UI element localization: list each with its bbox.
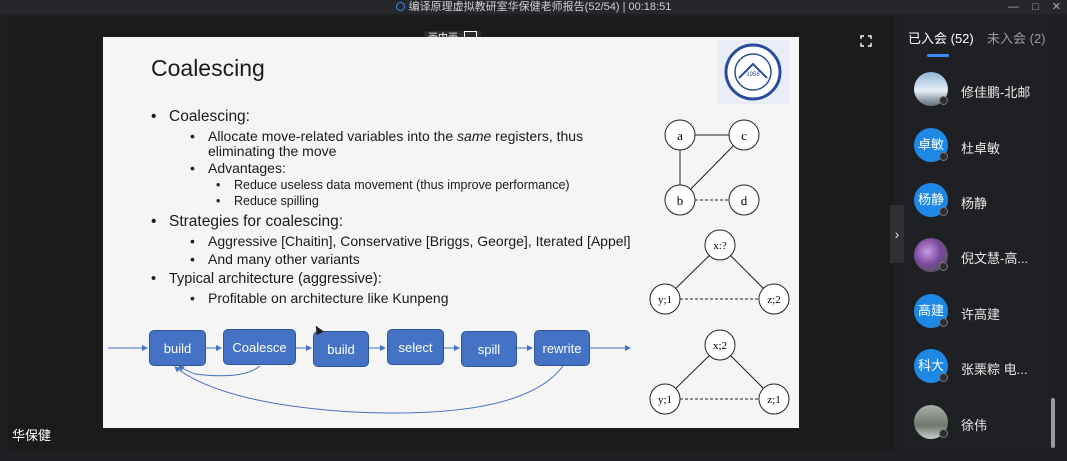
logo-year: 1958 xyxy=(746,72,760,78)
node-a: a xyxy=(677,128,683,143)
collapse-panel-button[interactable]: › xyxy=(890,205,904,263)
member-item[interactable]: 卓敏 杜卓敏 xyxy=(914,128,1054,164)
tab-joined[interactable]: 已入会 (52) xyxy=(908,31,974,46)
interference-graphs: a c b d x:? y;1 z;2 x;2 y;1 z;1 xyxy=(649,119,790,415)
bullet-typical-arch: •Typical architecture (aggressive): xyxy=(151,271,382,287)
node-d: d xyxy=(741,193,748,208)
pipeline-coalesce: Coalesce xyxy=(223,329,296,365)
bullet-coalescing: •Coalescing: xyxy=(151,108,250,125)
pipeline-select: select xyxy=(387,329,444,365)
member-item[interactable]: 徐伟 xyxy=(914,405,1054,441)
bullet-reduce-movement: •Reduce useless data movement (thus impr… xyxy=(216,178,570,192)
pipeline-build-1: build xyxy=(149,330,206,366)
window-title: 编译原理虚拟教研室华保健老师报告(52/54) | 00:18:51 xyxy=(408,1,672,13)
pipeline-rewrite: rewrite xyxy=(534,330,590,366)
node-y1: y;1 xyxy=(658,294,672,306)
node-b: b xyxy=(677,193,684,208)
mic-muted-icon xyxy=(939,152,948,161)
member-item[interactable]: 杨静 杨静 xyxy=(914,183,1054,219)
node-x-unknown: x:? xyxy=(713,240,727,252)
university-logo: 1958 xyxy=(717,40,789,104)
mic-muted-icon xyxy=(939,96,948,105)
mic-muted-icon xyxy=(939,373,948,382)
node-z1: z;1 xyxy=(767,394,780,406)
mic-muted-icon xyxy=(939,207,948,216)
maximize-button[interactable]: □ xyxy=(1032,1,1039,13)
window-controls: — □ ✕ xyxy=(998,0,1061,14)
active-tab-indicator xyxy=(927,54,949,57)
node-x2: x;2 xyxy=(713,340,727,352)
member-item[interactable]: 倪文慧-高... xyxy=(914,238,1054,274)
member-item[interactable]: 修佳鹏-北邮 xyxy=(914,72,1054,108)
bullet-variants: •And many other variants xyxy=(190,251,360,267)
recording-icon xyxy=(395,2,405,11)
slide-title: Coalescing xyxy=(151,55,265,81)
speaker-name: 华保健 xyxy=(12,428,52,443)
pipeline-spill: spill xyxy=(461,331,517,367)
bullet-strategies: •Strategies for coalescing: xyxy=(151,213,344,230)
member-name: 杜卓敏 xyxy=(961,141,1001,156)
member-name: 倪文慧-高... xyxy=(961,251,1029,266)
member-name: 许高建 xyxy=(961,307,1001,322)
node-y1b: y;1 xyxy=(658,394,672,406)
fullscreen-icon[interactable] xyxy=(860,34,872,50)
chevron-right-icon: › xyxy=(894,226,900,242)
member-item[interactable]: 科大 张栗粽 电... xyxy=(914,349,1054,385)
close-button[interactable]: ✕ xyxy=(1051,1,1061,13)
presentation-slide: Coalescing 1958 •Coalescing: •Allocate m… xyxy=(103,37,799,428)
member-name: 修佳鹏-北邮 xyxy=(961,85,1031,100)
mic-muted-icon xyxy=(939,262,948,271)
graph-xyz-1: x:? y;1 z;2 xyxy=(649,229,790,315)
participants-panel: 已入会 (52) 未入会 (2) 修佳鹏-北邮 卓敏 杜卓敏 杨静 杨静 倪文慧… xyxy=(904,14,1054,451)
panel-scrollbar[interactable] xyxy=(1051,398,1055,448)
bullet-advantages: •Advantages: xyxy=(190,160,286,176)
mic-muted-icon xyxy=(939,318,948,327)
graph-xyz-2: x;2 y;1 z;1 xyxy=(649,329,790,415)
node-z2: z;2 xyxy=(767,294,780,306)
member-name: 徐伟 xyxy=(961,418,988,433)
bullet-allocate: •Allocate move-related variables into th… xyxy=(190,128,584,144)
member-name: 杨静 xyxy=(961,196,988,211)
bullet-kunpeng: •Profitable on architecture like Kunpeng xyxy=(190,290,449,306)
bullet-allocate-line2: eliminating the move xyxy=(208,143,337,159)
mic-muted-icon xyxy=(939,429,948,438)
pipeline-build-2: build xyxy=(313,331,369,367)
bullet-reduce-spilling: •Reduce spilling xyxy=(216,194,319,208)
tab-not-joined[interactable]: 未入会 (2) xyxy=(987,31,1046,46)
window-titlebar: 编译原理虚拟教研室华保健老师报告(52/54) | 00:18:51 — □ ✕ xyxy=(0,0,1067,14)
pipeline-arrows xyxy=(108,345,631,414)
minimize-button[interactable]: — xyxy=(1008,1,1019,13)
graph-abcd: a c b d xyxy=(664,119,760,216)
member-name: 张栗粽 电... xyxy=(961,362,1028,377)
bullet-aggressive: •Aggressive [Chaitin], Conservative [Bri… xyxy=(190,233,631,249)
member-item[interactable]: 高建 许高建 xyxy=(914,294,1054,330)
node-c: c xyxy=(741,128,747,143)
